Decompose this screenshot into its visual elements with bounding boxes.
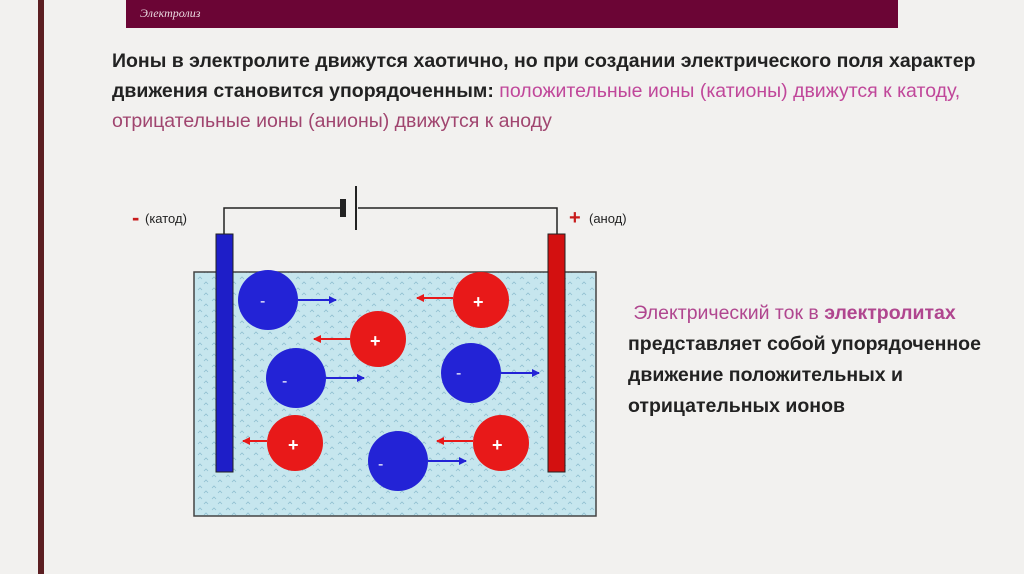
slide-header-bar: Электролиз	[126, 0, 898, 28]
definition-lead: Электрический ток в	[633, 302, 819, 324]
left-accent-bar	[38, 0, 44, 574]
anode-label: (анод)	[589, 211, 627, 226]
cathode-sign: -	[132, 205, 139, 230]
cation-sign: +	[473, 292, 484, 312]
cation-sign: +	[288, 435, 299, 455]
cathode-electrode	[215, 233, 234, 473]
intro-paragraph: Ионы в электролите движутся хаотично, но…	[112, 46, 992, 136]
anion-sign: -	[456, 365, 461, 382]
cation	[473, 415, 529, 471]
definition-keyword: электролитах	[824, 302, 956, 324]
cation-sign: +	[492, 435, 503, 455]
anode-electrode	[547, 233, 566, 473]
cation	[267, 415, 323, 471]
anion	[368, 431, 428, 491]
cation-sign: +	[370, 331, 381, 351]
wire-cathode	[223, 207, 340, 234]
definition-text: Электрический ток в электролитах предста…	[628, 298, 988, 422]
definition-body: представляет собой упорядоченное движени…	[628, 333, 981, 417]
battery-short-plate	[340, 199, 346, 217]
intro-text: Ионы в электролите движутся хаотично, но…	[112, 50, 976, 102]
anion	[266, 348, 326, 408]
anions-text: отрицательные ионы (анионы) движутся к а…	[112, 110, 552, 132]
anion-sign: -	[282, 373, 287, 390]
anion-sign: -	[260, 293, 265, 310]
wire-anode	[358, 207, 558, 234]
cathode-label: (катод)	[145, 211, 187, 226]
slide-title: Электролиз	[140, 6, 201, 20]
cation	[350, 311, 406, 367]
anode-sign: +	[569, 207, 581, 229]
anion-sign: -	[378, 456, 383, 473]
anion	[238, 270, 298, 330]
cation	[453, 272, 509, 328]
anion	[441, 343, 501, 403]
cations-text: положительные ионы (катионы) движутся к …	[499, 80, 961, 102]
